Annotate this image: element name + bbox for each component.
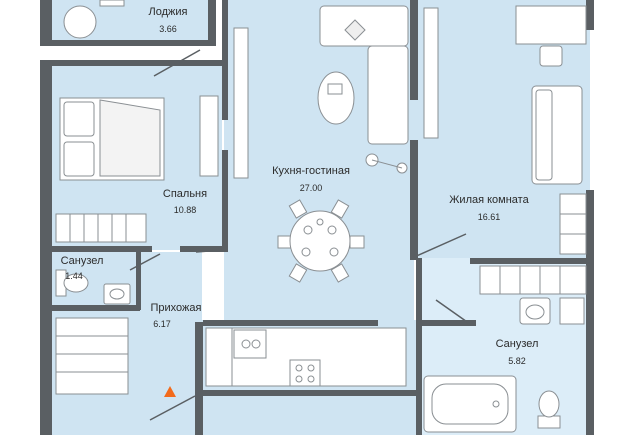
armchair-icon	[63, 5, 97, 39]
windows	[199, 7, 439, 179]
tricycle-icon	[365, 153, 408, 174]
window-bedroom	[199, 95, 219, 177]
dining-table-icon	[277, 199, 365, 283]
small-sink-icon	[103, 283, 131, 305]
window-kitchen	[233, 27, 249, 179]
bathroom-large-name: Санузел	[495, 338, 539, 350]
hallway-area: 6.17	[153, 319, 171, 329]
sink-icon	[519, 297, 585, 325]
kitchen-counter-icon	[205, 327, 407, 387]
walls	[40, 0, 594, 435]
small-toilet-icon	[55, 269, 89, 297]
desk-icon	[515, 5, 587, 67]
stove-icon	[289, 359, 321, 387]
bedroom-area: 10.88	[173, 205, 197, 215]
wardrobe-icon	[55, 213, 147, 243]
loggia-area: 3.66	[159, 24, 177, 34]
shelf-icon	[559, 193, 587, 255]
bed-icon	[59, 97, 165, 181]
sofa-icon	[319, 5, 409, 145]
bathroom-small-area: 1.44	[65, 271, 83, 281]
loggia-furniture	[63, 0, 125, 39]
living-room-name: Жилая комната	[449, 194, 529, 206]
doors	[129, 49, 471, 421]
kitchen-living-area: 27.00	[299, 183, 323, 193]
hallway-name: Прихожая	[150, 302, 202, 314]
sofa-living-icon	[531, 85, 583, 185]
toilet-icon	[537, 390, 561, 429]
hallway-wardrobe-icon	[55, 317, 129, 395]
kitchen-living-name: Кухня-гостиная	[272, 165, 350, 177]
entrance-triangle-icon	[164, 386, 176, 397]
bathtub-icon	[423, 375, 517, 433]
bedroom-name: Спальня	[162, 188, 208, 200]
bathroom-small-name: Санузел	[60, 255, 104, 267]
living-room-area: 16.61	[477, 212, 501, 222]
coffee-table-icon	[317, 71, 355, 125]
window-living	[423, 7, 439, 139]
loggia-name: Лоджия	[148, 6, 188, 18]
washer-cabinet-icon	[479, 265, 587, 295]
bathroom-large-area: 5.82	[508, 356, 526, 366]
